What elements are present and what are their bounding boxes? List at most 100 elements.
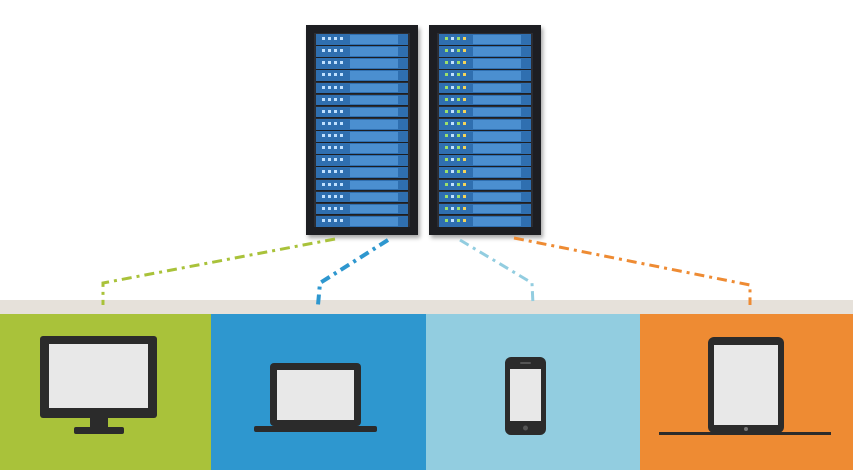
status-led xyxy=(322,97,325,101)
server-unit xyxy=(316,46,408,58)
status-led xyxy=(340,170,343,174)
status-led xyxy=(457,170,460,174)
status-led xyxy=(463,158,466,162)
status-led xyxy=(322,85,325,89)
server-unit xyxy=(316,191,408,204)
server-unit xyxy=(439,70,531,82)
status-led xyxy=(457,97,460,101)
status-led xyxy=(451,97,454,101)
status-led xyxy=(322,49,325,53)
status-led xyxy=(463,61,466,65)
status-led xyxy=(328,121,331,125)
status-led xyxy=(328,206,331,210)
status-led xyxy=(340,146,343,150)
status-led xyxy=(463,49,466,53)
tablet-icon xyxy=(659,337,831,435)
status-led xyxy=(340,37,343,40)
status-led xyxy=(463,170,466,174)
status-led xyxy=(334,97,337,101)
status-led xyxy=(328,85,331,89)
server-rack-right xyxy=(429,25,541,235)
status-led xyxy=(445,146,448,150)
status-led xyxy=(340,109,343,113)
unit-panel xyxy=(473,180,521,190)
server-unit xyxy=(316,70,408,82)
server-unit xyxy=(316,82,408,95)
unit-panel xyxy=(473,47,521,56)
server-unit xyxy=(439,191,531,204)
status-led xyxy=(322,206,325,210)
server-unit xyxy=(316,155,408,167)
status-led xyxy=(463,218,466,222)
server-unit xyxy=(316,179,408,192)
status-led xyxy=(445,61,448,65)
status-led xyxy=(457,49,460,53)
status-led xyxy=(445,158,448,162)
status-led xyxy=(328,170,331,174)
rack-inner xyxy=(314,33,410,228)
status-led xyxy=(322,37,325,40)
status-led xyxy=(445,121,448,125)
status-led xyxy=(463,109,466,113)
status-led xyxy=(457,194,460,198)
status-led xyxy=(457,158,460,162)
unit-panel xyxy=(350,156,398,165)
unit-panel xyxy=(473,95,521,105)
status-led xyxy=(445,194,448,198)
status-led xyxy=(445,170,448,174)
status-led xyxy=(451,218,454,222)
status-led xyxy=(328,182,331,186)
status-led xyxy=(457,218,460,222)
status-led xyxy=(451,182,454,186)
status-led xyxy=(340,134,343,137)
unit-panel xyxy=(350,192,398,202)
status-led xyxy=(340,61,343,65)
status-led xyxy=(463,134,466,137)
status-led xyxy=(445,206,448,210)
status-led xyxy=(322,61,325,65)
status-led xyxy=(451,158,454,162)
server-unit xyxy=(316,94,408,107)
server-unit xyxy=(439,167,531,179)
unit-panel xyxy=(473,216,521,226)
link-laptop xyxy=(316,238,390,306)
unit-panel xyxy=(350,180,398,190)
status-led xyxy=(334,158,337,162)
status-led xyxy=(334,194,337,198)
status-led xyxy=(322,158,325,162)
server-unit xyxy=(316,34,408,46)
unit-panel xyxy=(350,71,398,80)
status-led xyxy=(328,194,331,198)
status-led xyxy=(451,85,454,89)
unit-panel xyxy=(350,168,398,177)
status-led xyxy=(457,85,460,89)
status-led xyxy=(451,194,454,198)
server-unit xyxy=(439,215,531,228)
status-led xyxy=(322,146,325,150)
server-unit xyxy=(316,203,408,216)
status-led xyxy=(457,182,460,186)
status-led xyxy=(322,109,325,113)
status-led xyxy=(457,61,460,65)
status-led xyxy=(340,206,343,210)
status-led xyxy=(334,170,337,174)
link-tablet xyxy=(513,236,752,305)
status-led xyxy=(340,182,343,186)
unit-panel xyxy=(350,132,398,141)
rack-inner xyxy=(437,33,533,228)
status-led xyxy=(457,206,460,210)
status-led xyxy=(328,134,331,137)
phone-icon xyxy=(505,357,546,435)
unit-panel xyxy=(350,144,398,153)
unit-panel xyxy=(473,168,521,177)
unit-panel xyxy=(473,83,521,93)
status-led xyxy=(340,49,343,53)
server-unit xyxy=(439,106,531,119)
status-led xyxy=(328,73,331,77)
unit-panel xyxy=(350,83,398,93)
status-led xyxy=(340,121,343,125)
unit-panel xyxy=(350,204,398,214)
status-led xyxy=(451,109,454,113)
